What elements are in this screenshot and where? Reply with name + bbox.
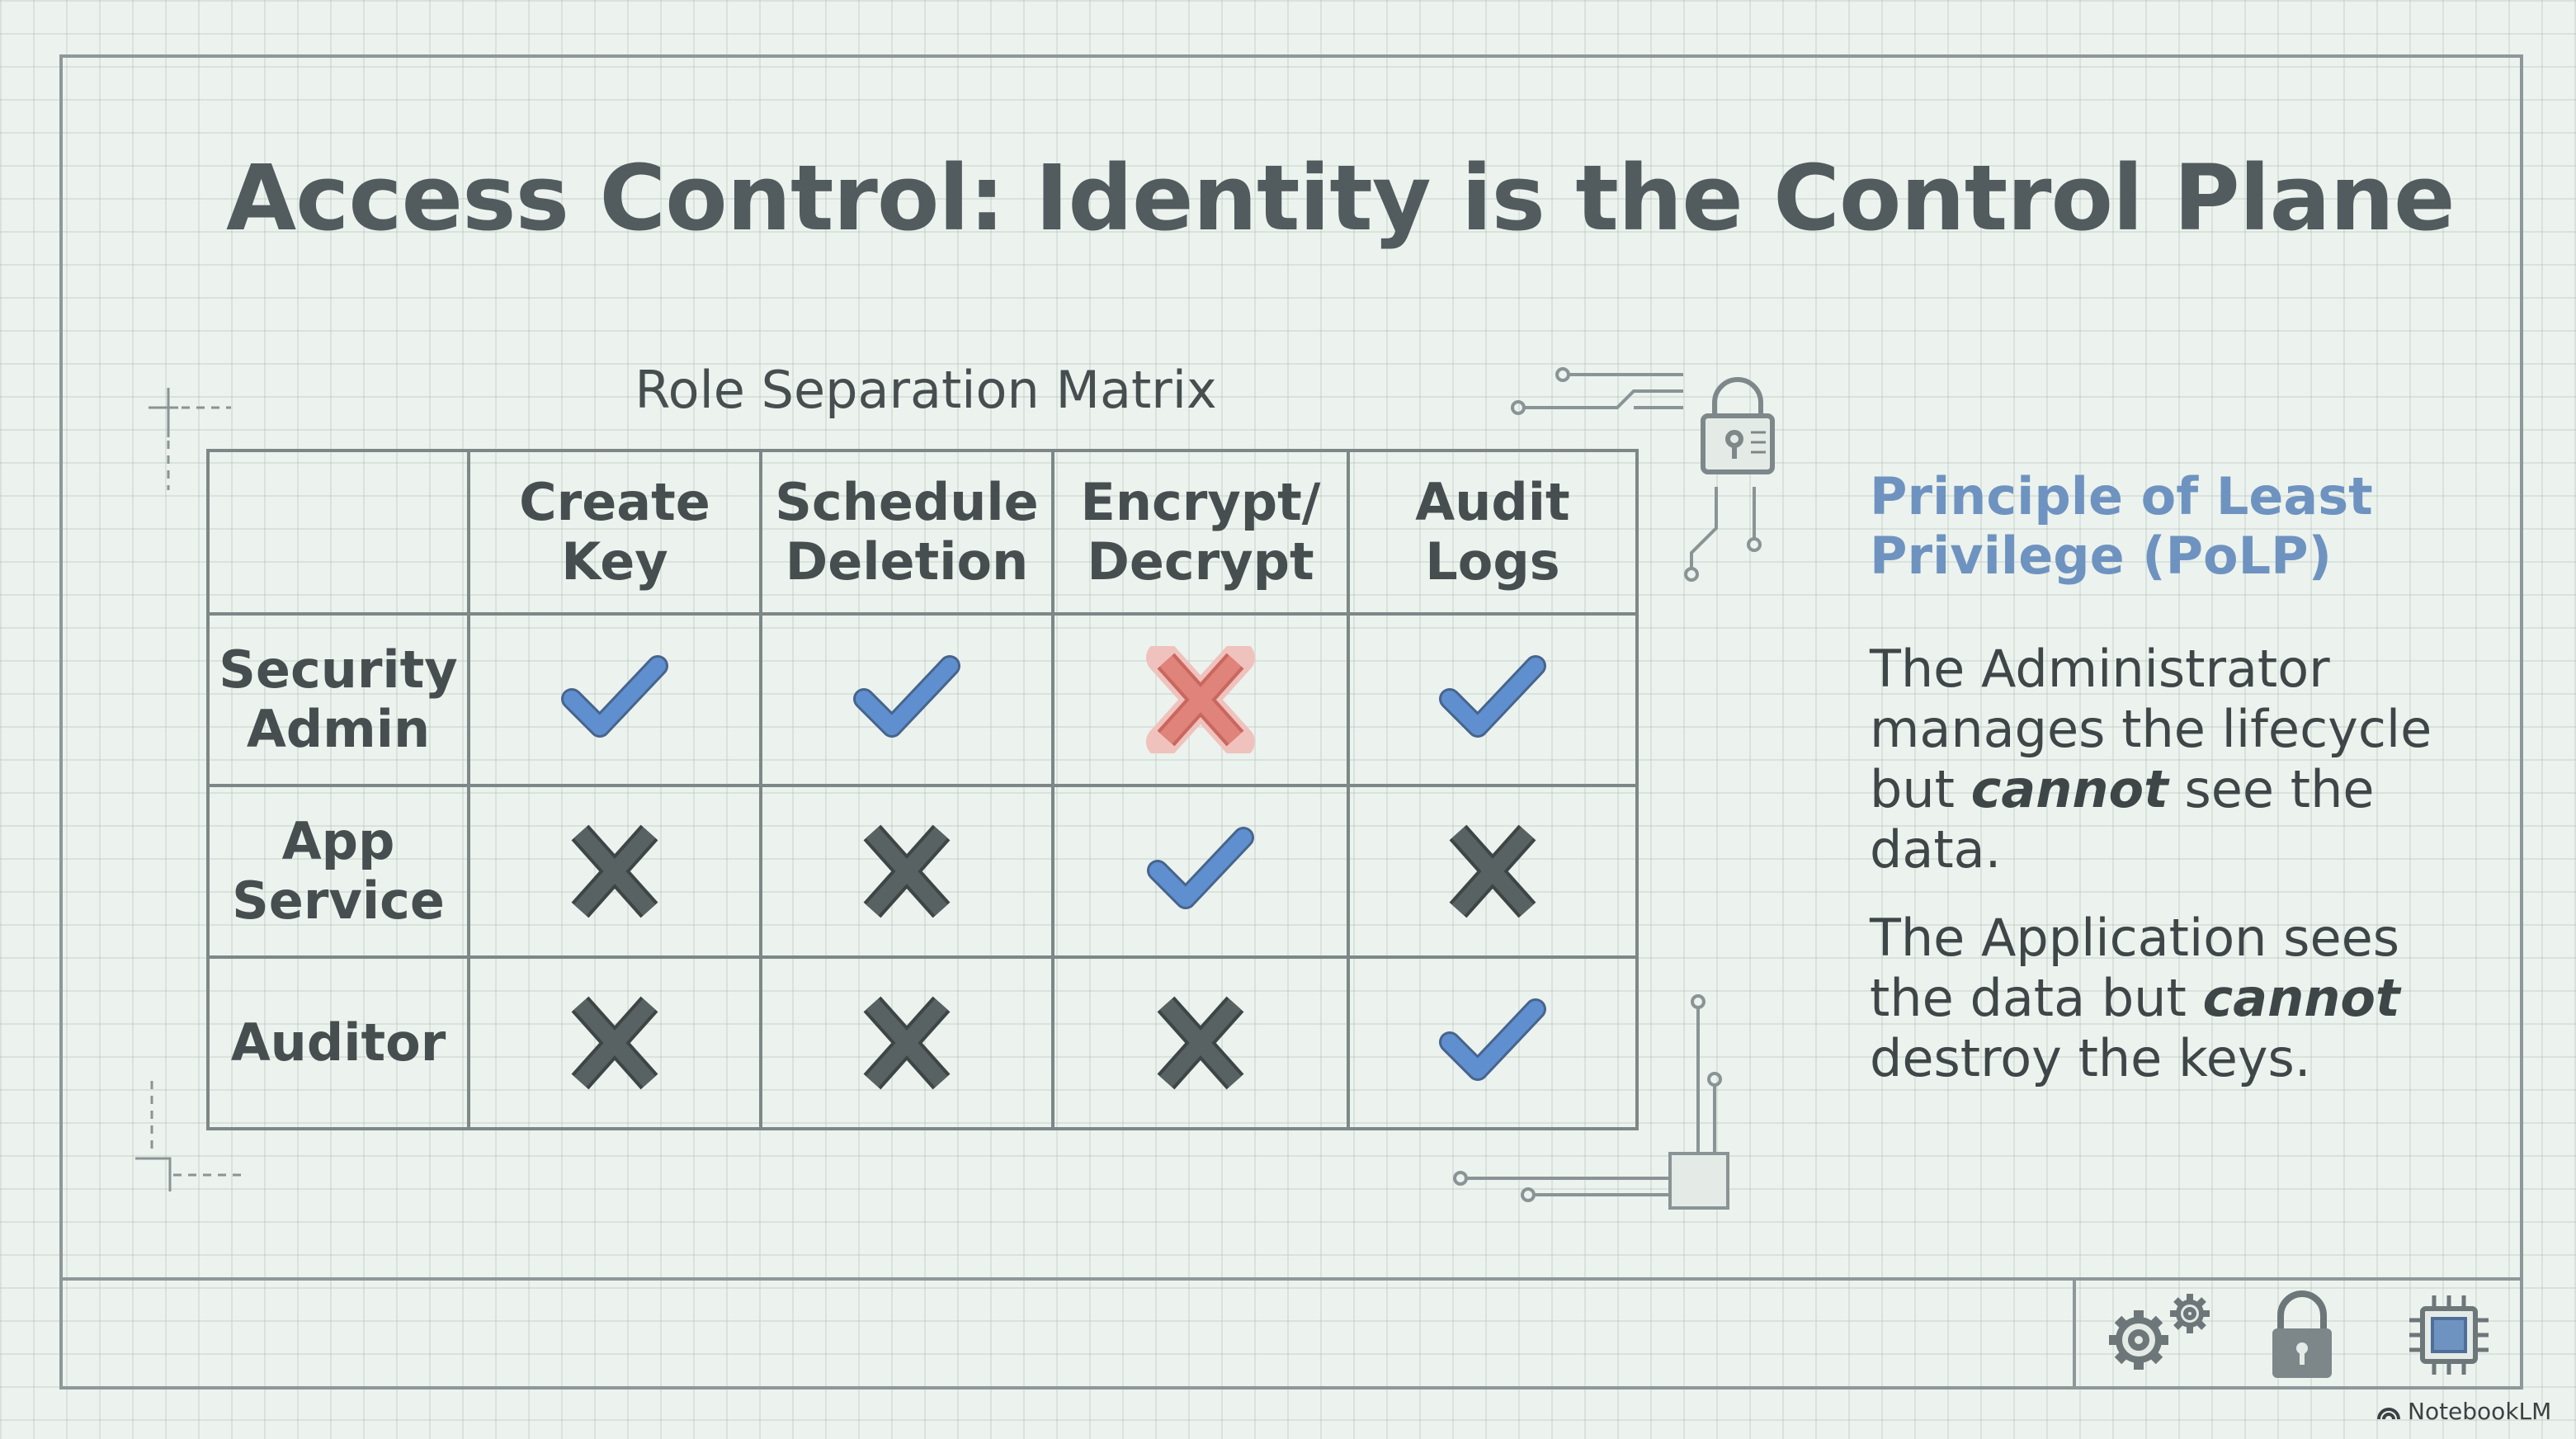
watermark-text: NotebookLM: [2408, 1398, 2552, 1425]
matrix-row-auditor: Auditor: [206, 955, 1639, 1130]
principle-paragraph-administrator: The Administrator manages the lifecycle …: [1870, 639, 2447, 880]
emphasis-cannot: cannot: [2202, 968, 2400, 1028]
matrix-title: Role Separation Matrix: [635, 360, 1217, 420]
row-header-line: Auditor: [230, 1012, 446, 1073]
matrix-cell: [759, 612, 1054, 787]
padlock-icon: [2272, 1290, 2332, 1378]
row-header-auditor: Auditor: [206, 955, 470, 1130]
chip-icon: [2409, 1295, 2489, 1375]
check-mark-icon: [1147, 827, 1254, 909]
padlock-decoration-icon: [1701, 377, 1775, 474]
highlighted-cross-mark-icon: [1146, 646, 1255, 753]
matrix-cell: [1347, 612, 1639, 787]
row-header-line: Security: [219, 639, 458, 700]
principle-paragraph-application: The Application sees the data but cannot…: [1870, 908, 2447, 1088]
column-header-line: Logs: [1425, 531, 1560, 592]
matrix-cell: [1051, 612, 1350, 787]
check-mark-icon: [853, 655, 960, 738]
circuit-decoration-top: [1511, 367, 1762, 582]
notebooklm-watermark: NotebookLM: [2376, 1398, 2551, 1425]
notebooklm-logo-icon: [2377, 1407, 2400, 1419]
paragraph-text: destroy the keys.: [1870, 1028, 2311, 1088]
corner-crop-mark-bottom-left: [135, 1081, 248, 1191]
footer-divider-line: [59, 1277, 2523, 1281]
matrix-corner-cell: [206, 449, 470, 616]
row-header-line: App: [281, 811, 395, 871]
column-header-line: Deletion: [785, 531, 1029, 592]
cross-mark-icon: [571, 996, 658, 1090]
matrix-cell: [1051, 784, 1350, 959]
cross-mark-icon: [863, 824, 951, 918]
principle-title-line: Privilege (PoLP): [1870, 526, 2332, 586]
cross-mark-icon: [1449, 824, 1536, 918]
column-header-encrypt-decrypt: Encrypt/Decrypt: [1051, 449, 1350, 616]
cross-mark-icon: [863, 996, 951, 1090]
column-header-line: Encrypt/: [1080, 472, 1321, 532]
principle-title-line: Principle of Least: [1870, 466, 2373, 526]
emphasis-cannot: cannot: [1970, 759, 2168, 819]
column-header-line: Schedule: [775, 472, 1039, 532]
slide-frame: [59, 54, 2523, 1389]
matrix-cell: [467, 955, 762, 1130]
row-header-line: Admin: [246, 699, 431, 759]
paragraph-text: The Application sees the data but: [1870, 908, 2400, 1028]
column-header-line: Audit: [1415, 472, 1570, 532]
cross-mark-icon: [571, 824, 658, 918]
matrix-cell: [467, 784, 762, 959]
matrix-cell: [1347, 955, 1639, 1130]
matrix-cell: [759, 784, 1054, 959]
paragraph-text: see the data.: [1870, 759, 2375, 880]
check-mark-icon: [561, 655, 668, 738]
row-header-line: Service: [232, 870, 445, 931]
paragraph-text: The Administrator manages the lifecycle …: [1870, 639, 2432, 819]
matrix-cell: [1051, 955, 1350, 1130]
matrix-cell: [759, 955, 1054, 1130]
column-header-line: Create: [519, 472, 710, 532]
gears-icon: [2109, 1294, 2210, 1370]
slide-title: Access Control: Identity is the Control …: [226, 145, 2456, 251]
circuit-decoration-bottom: [1453, 994, 1729, 1210]
check-mark-icon: [1439, 655, 1546, 738]
column-header-line: Decrypt: [1087, 531, 1314, 592]
column-header-line: Key: [561, 531, 668, 592]
matrix-cell: [467, 612, 762, 787]
check-mark-icon: [1439, 998, 1546, 1081]
footer-icon-panel-divider: [2073, 1277, 2076, 1389]
corner-crop-mark-top-left: [149, 388, 231, 490]
matrix-cell: [1347, 784, 1639, 959]
cross-mark-icon: [1157, 996, 1244, 1090]
